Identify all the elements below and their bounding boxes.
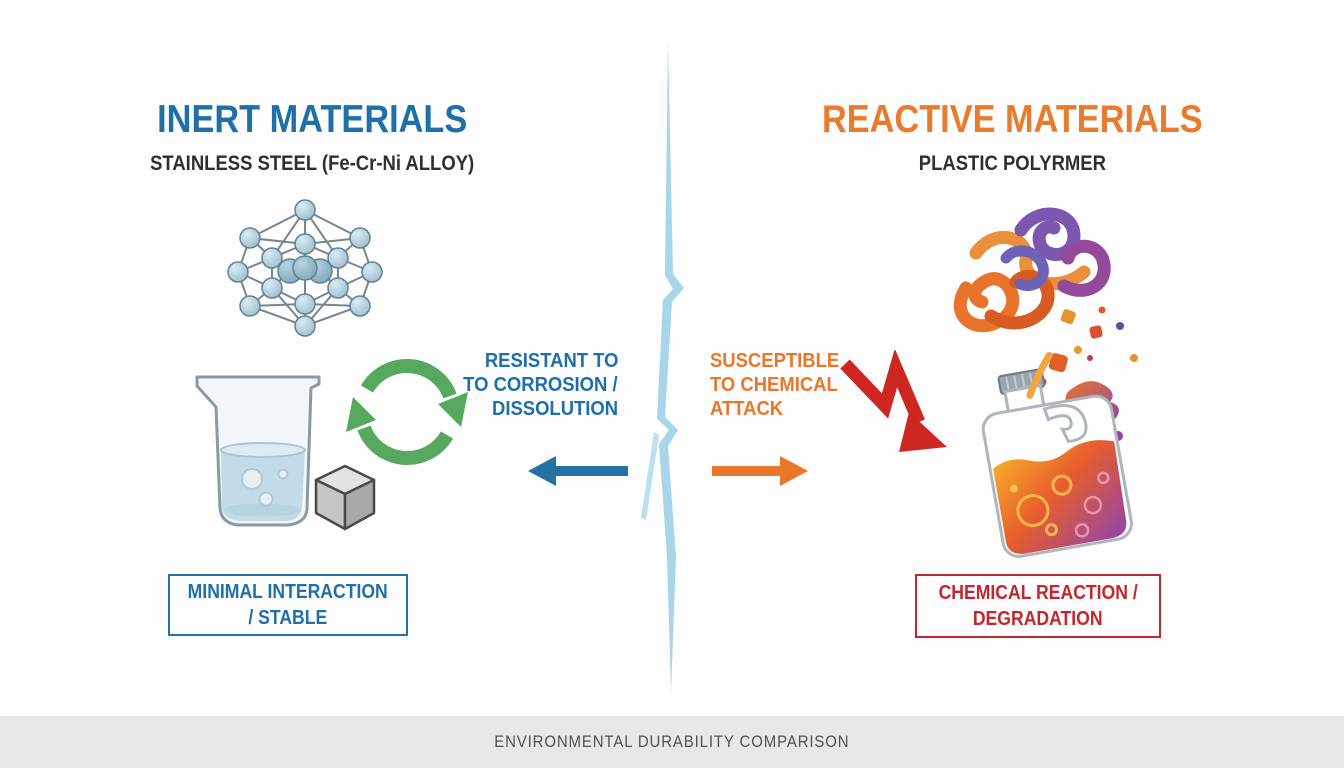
jug-illustration — [981, 306, 1138, 558]
inert-result-box: MINIMAL INTERACTION / STABLE — [168, 574, 408, 636]
inert-title: INERT MATERIALS — [40, 100, 585, 139]
inert-property-line1: RESISTANT TO — [484, 349, 618, 372]
inert-result-line2: / STABLE — [248, 607, 328, 629]
inert-property-line2: TO CORROSION / — [463, 372, 618, 396]
reactive-property-text: SUSCEPTIBLE TO CHEMICAL ATTACK — [710, 349, 900, 421]
footer-bar: ENVIRONMENTAL DURABILITY COMPARISON — [0, 716, 1344, 768]
reactive-heading-block: REACTIVE MATERIALS PLASTIC POLYRMER — [760, 100, 1265, 176]
left-arrow-icon — [528, 456, 628, 486]
metal-cube — [314, 464, 376, 531]
reactive-property-line3: ATTACK — [710, 396, 784, 420]
reactive-property-line1: SUSCEPTIBLE — [710, 349, 840, 372]
inert-subtitle-text: STAINLESS STEEL (Fe-Cr-Ni ALLOY) — [150, 152, 475, 175]
inert-property-line3: DISSOLUTION — [491, 396, 618, 420]
polymer-tangle-illustration — [953, 207, 1111, 333]
pour-stream — [1026, 351, 1053, 399]
footer-caption: ENVIRONMENTAL DURABILITY COMPARISON — [494, 732, 850, 751]
inert-property-text: RESISTANT TO TO CORROSION / DISSOLUTION — [430, 349, 618, 421]
recycle-arrows-icon — [346, 358, 468, 466]
inert-heading-block: INERT MATERIALS STAINLESS STEEL (Fe-Cr-N… — [40, 100, 585, 176]
beaker-water — [221, 450, 305, 521]
beaker-illustration — [195, 375, 376, 531]
right-arrow-icon — [712, 456, 808, 486]
inert-result-line1: MINIMAL INTERACTION — [187, 581, 389, 603]
reactive-result-line2: DEGRADATION — [973, 608, 1103, 630]
liquid-bubbles — [1016, 474, 1073, 537]
reactive-property-line2: TO CHEMICAL — [710, 372, 838, 396]
lightning-divider — [641, 42, 684, 692]
inert-title-text: INERT MATERIALS — [157, 98, 468, 141]
reactive-subtitle-text: PLASTIC POLYRMER — [918, 152, 1107, 175]
declining-zigzag-arrow-icon — [840, 350, 947, 452]
reactive-title: REACTIVE MATERIALS — [760, 100, 1265, 139]
reactive-subtitle: PLASTIC POLYRMER — [760, 152, 1265, 176]
reactive-result-box: CHEMICAL REACTION / DEGRADATION — [915, 574, 1161, 638]
inert-subtitle: STAINLESS STEEL (Fe-Cr-Ni ALLOY) — [40, 152, 585, 176]
water-bubbles — [241, 468, 289, 507]
crystal-lattice-illustration — [227, 199, 383, 337]
reactive-result-line1: CHEMICAL REACTION / — [938, 582, 1138, 604]
jug-handle — [1042, 404, 1088, 443]
reactive-title-text: REACTIVE MATERIALS — [822, 98, 1203, 141]
